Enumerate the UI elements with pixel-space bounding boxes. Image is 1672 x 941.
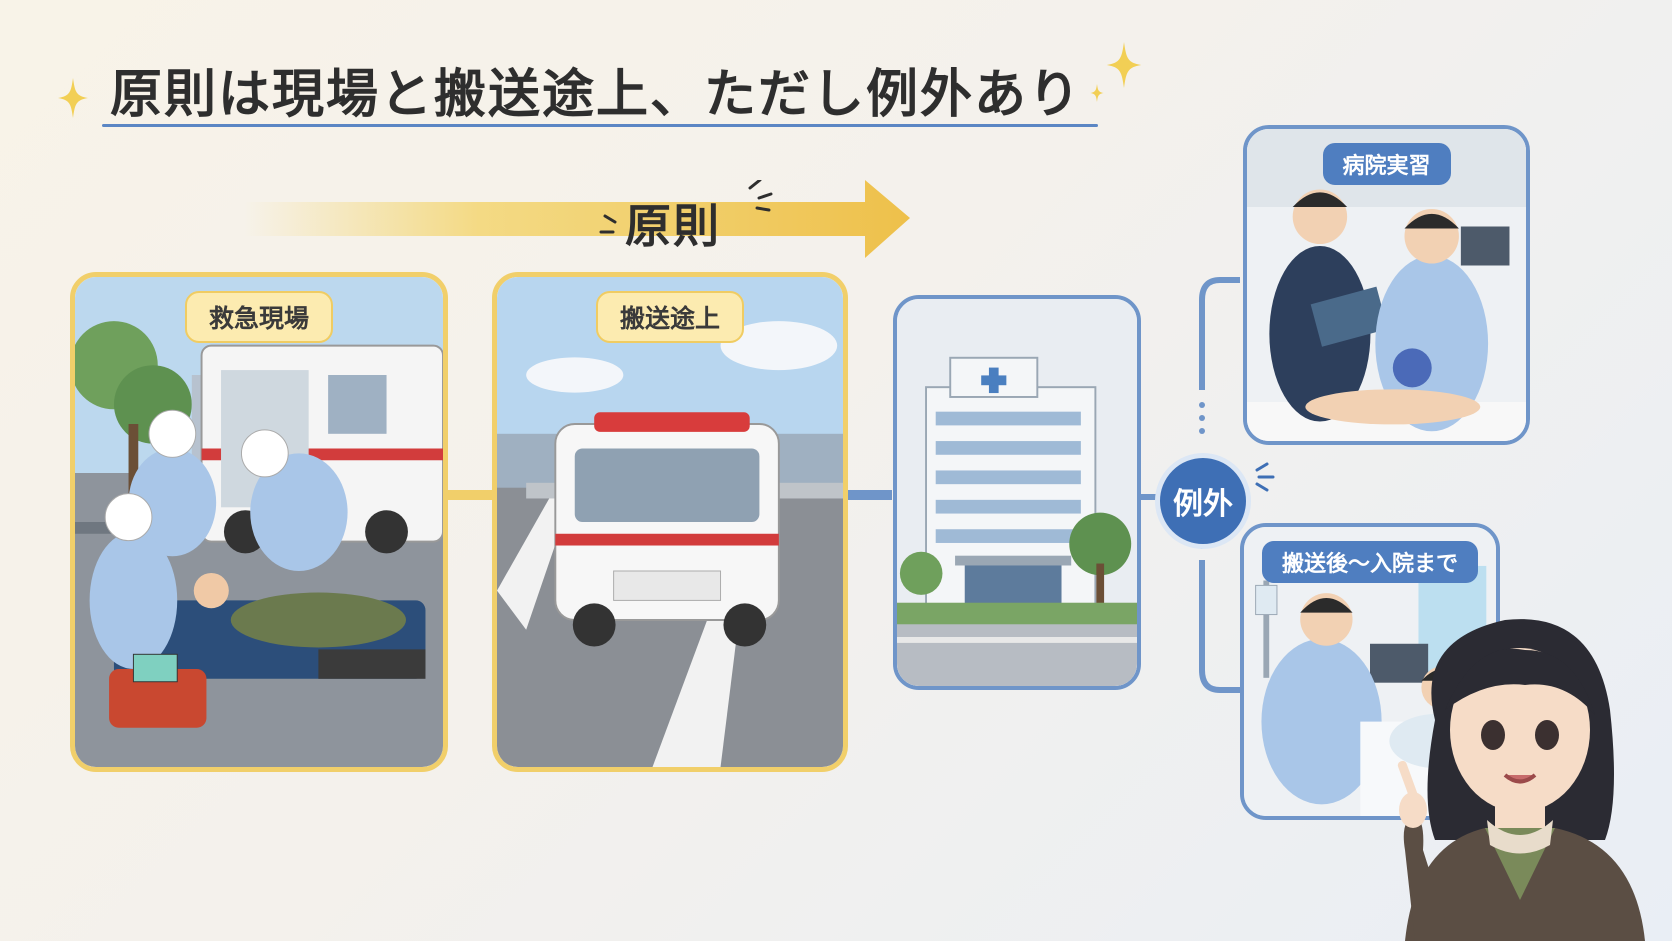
- panel-label: 搬送後～入院まで: [1261, 541, 1479, 583]
- emphasis-lines-icon: [1255, 462, 1275, 492]
- panel-emergency-scene: 救急現場: [70, 272, 448, 772]
- emergency-scene-illustration: [75, 277, 443, 767]
- panel-transport: 搬送途上: [492, 272, 848, 772]
- sparkle-icon: [1090, 84, 1104, 102]
- panel-label: 救急現場: [184, 291, 334, 343]
- connector-gold: [443, 490, 493, 500]
- sparkle-icon: [58, 78, 88, 118]
- title-underline: [102, 124, 1098, 127]
- panel-label: 病院実習: [1322, 143, 1451, 185]
- connector-blue: [1135, 494, 1165, 500]
- principle-label: 原則: [625, 199, 721, 253]
- sparkle-icon: [1106, 42, 1142, 88]
- panel-label: 搬送途上: [595, 291, 745, 343]
- panel-hospital: [893, 295, 1141, 690]
- page-title: 原則は現場と搬送途上、ただし例外あり: [110, 65, 1083, 125]
- connector-blue: [842, 490, 892, 500]
- ambulance-on-road-illustration: [497, 277, 843, 767]
- principle-arrow: [245, 180, 910, 258]
- panel-hospital-training: 病院実習: [1243, 125, 1530, 445]
- hospital-building-illustration: [897, 299, 1137, 686]
- hospital-training-illustration: [1247, 129, 1526, 441]
- exception-badge: 例外: [1155, 453, 1251, 549]
- pointing-woman-illustration: [1397, 619, 1645, 941]
